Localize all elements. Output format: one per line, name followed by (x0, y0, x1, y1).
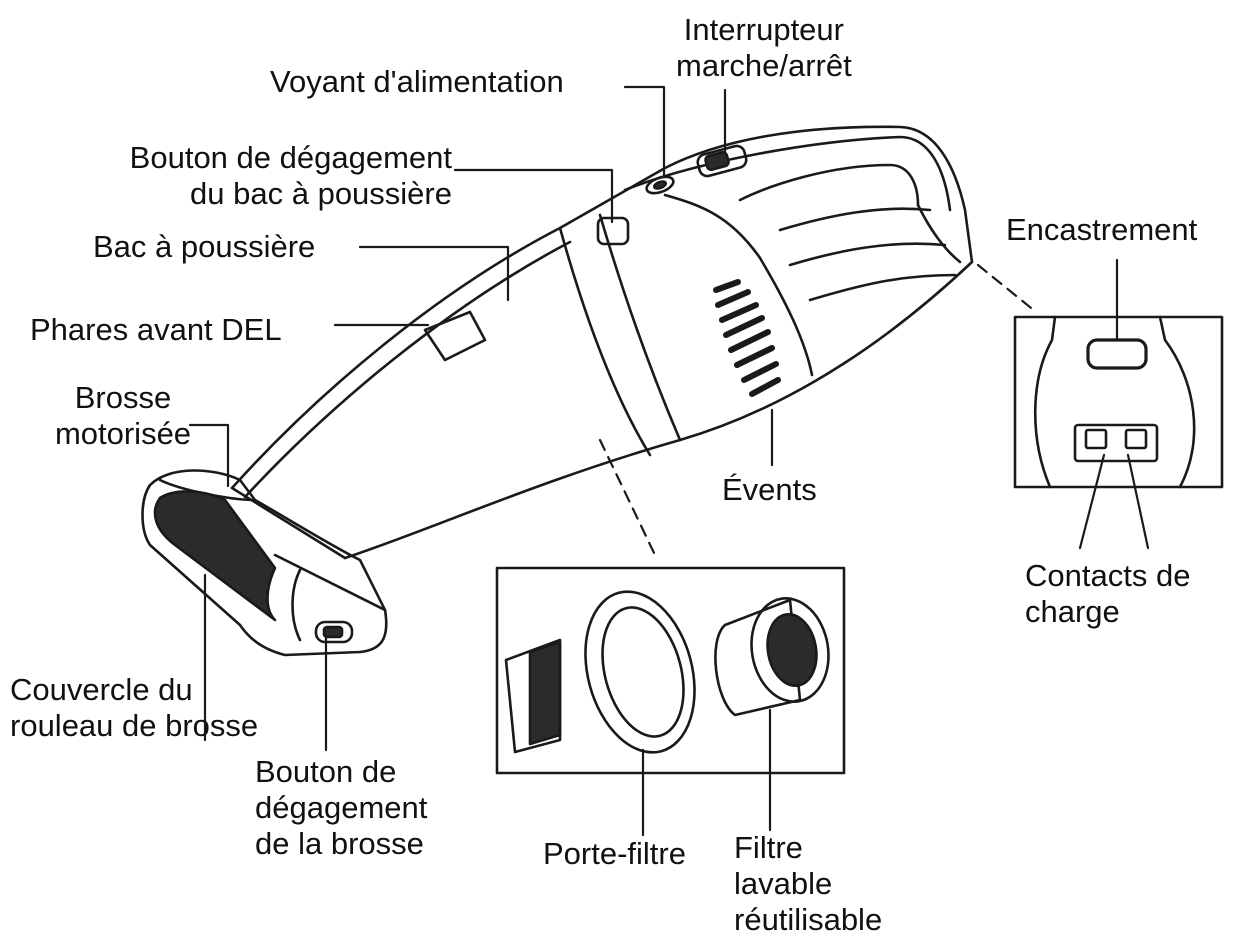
led-headlights-label: Phares avant DEL (30, 312, 282, 347)
charging-contacts-label: Contacts de charge (1025, 558, 1191, 629)
brush-release-label: Bouton de dégagement de la brosse (255, 754, 428, 861)
vacuum-body (230, 125, 974, 560)
led-headlight (423, 310, 487, 362)
vents-label: Évents (722, 472, 817, 507)
power-switch[interactable] (696, 144, 748, 178)
filter-holder (504, 590, 696, 754)
charging-base-detail (1033, 315, 1196, 489)
dust-bin-release-label: Bouton de dégagement du bac à poussière (129, 140, 452, 211)
recess-label: Encastrement (1006, 212, 1198, 247)
leader-lines (188, 85, 1150, 837)
recess-slot (1086, 338, 1148, 370)
vents (713, 279, 781, 397)
washable-filter-label: Filtre lavable réutilisable (734, 830, 883, 937)
charging-inset-frame (1013, 315, 1224, 489)
brush-release-button[interactable] (314, 620, 354, 644)
power-switch-label: Interrupteur marche/arrêt (676, 12, 852, 83)
washable-filter (714, 597, 830, 717)
filter-inset-frame (495, 566, 846, 775)
brush-roll-cover-label: Couvercle du rouleau de brosse (10, 672, 259, 743)
power-indicator-light (645, 175, 675, 195)
filter-holder-label: Porte-filtre (543, 836, 686, 871)
power-indicator-label: Voyant d'alimentation (270, 64, 564, 99)
dust-bin-label: Bac à poussière (93, 229, 316, 264)
motorized-brush-label: Brosse motorisée (54, 380, 192, 451)
brush-roll (153, 490, 277, 622)
